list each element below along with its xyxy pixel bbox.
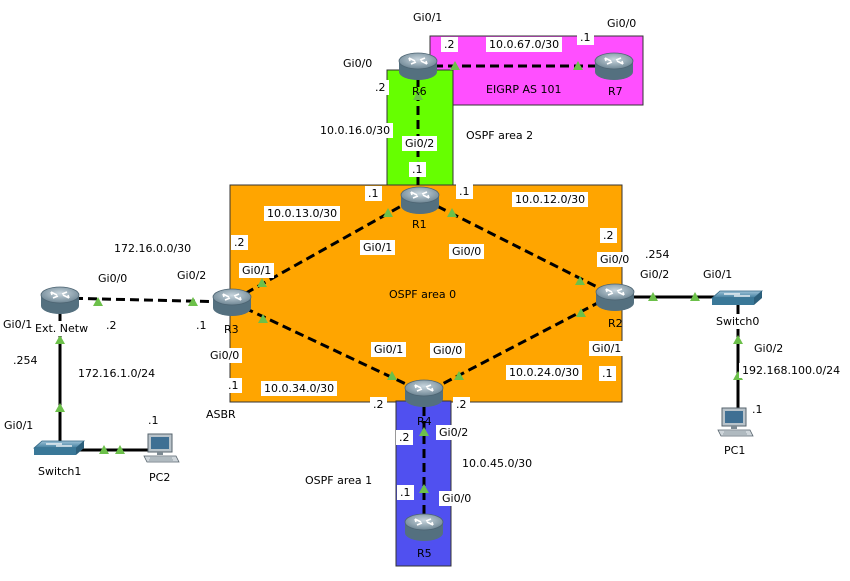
r3-gi0-0-label: Gi0/0 <box>207 348 243 363</box>
net-10-0-45: 10.0.45.0/30 <box>459 456 536 471</box>
router-r6-icon[interactable] <box>398 52 438 81</box>
r1-dot1-west: .1 <box>365 186 382 201</box>
r5-gi0-0-label: Gi0/0 <box>439 491 475 506</box>
net-10-0-16: 10.0.16.0/30 <box>317 123 394 138</box>
r6-dot2-south: .2 <box>372 80 389 95</box>
r6-name: R6 <box>412 85 427 98</box>
r4-dot2-west: .2 <box>370 397 387 412</box>
r6-dot2-east: .2 <box>441 37 458 52</box>
net-172-16-0: 172.16.0.0/30 <box>111 241 195 256</box>
r3-dot2: .2 <box>231 235 248 250</box>
r4-gi0-1-label: Gi0/1 <box>371 342 407 357</box>
pc2-icon[interactable] <box>143 433 180 463</box>
ospf-area-0-label: OSPF area 0 <box>389 288 457 301</box>
pc2-name: PC2 <box>146 470 174 485</box>
r4-name: R4 <box>417 415 432 428</box>
r5-dot1: .1 <box>397 485 414 500</box>
switch1-name: Switch1 <box>35 464 85 479</box>
r4-gi0-2-label: Gi0/2 <box>436 425 472 440</box>
r1-dot1-north: .1 <box>409 162 426 177</box>
switch0-icon[interactable] <box>711 290 763 306</box>
ext-netw-name: Ext. Netw <box>32 321 92 336</box>
ext-gi0-1-label: Gi0/1 <box>0 317 36 332</box>
asbr-label: ASBR <box>206 408 236 421</box>
r3-gi0-2-label: Gi0/2 <box>174 268 210 283</box>
r2-name: R2 <box>608 317 623 330</box>
r7-gi0-0-label: Gi0/0 <box>604 16 640 31</box>
r3-gi0-1-label: Gi0/1 <box>239 263 275 278</box>
net-10-0-67: 10.0.67.0/30 <box>486 37 563 52</box>
r2-dot2: .2 <box>600 228 617 243</box>
eigrp-region-label: EIGRP AS 101 <box>486 83 562 96</box>
ospf-area-2-label: OSPF area 2 <box>463 128 537 143</box>
r3-name: R3 <box>224 323 239 336</box>
link-ext-r3 <box>59 296 231 304</box>
net-172-16-1: 172.16.1.0/24 <box>75 366 159 381</box>
pc2-dot1: .1 <box>145 413 162 428</box>
r2-gi0-1-label-switch0: Gi0/1 <box>700 267 736 282</box>
r2-gi0-2-label: Gi0/2 <box>637 267 673 282</box>
net-10-0-34: 10.0.34.0/30 <box>261 381 338 396</box>
router-ext-netw-icon[interactable] <box>40 286 80 315</box>
r1-gi0-1-label: Gi0/1 <box>360 240 396 255</box>
ext-gi0-0-label: Gi0/0 <box>95 271 131 286</box>
r4-gi0-0-label: Gi0/0 <box>430 343 466 358</box>
ospf-area-1-label: OSPF area 1 <box>302 473 376 488</box>
r6-gi0-0-label: Gi0/0 <box>340 56 376 71</box>
router-r7-icon[interactable] <box>594 52 634 81</box>
r6-gi0-1-label: Gi0/1 <box>410 10 446 25</box>
switch0-name: Switch0 <box>713 314 763 329</box>
router-r4-icon[interactable] <box>404 379 444 408</box>
r7-dot1: .1 <box>577 30 594 45</box>
r3-dot1-west: .1 <box>193 318 210 333</box>
net-10-0-24: 10.0.24.0/30 <box>506 365 583 380</box>
net-10-0-13: 10.0.13.0/30 <box>264 206 341 221</box>
pc1-dot1: .1 <box>749 402 766 417</box>
r2-dot1: .1 <box>599 366 616 381</box>
router-r5-icon[interactable] <box>404 513 444 542</box>
r4-dot2-south: .2 <box>396 430 413 445</box>
r1-dot1-east: .1 <box>456 184 473 199</box>
ext-dot2: .2 <box>103 318 120 333</box>
net-192-168-100: 192.168.100.0/24 <box>739 363 844 378</box>
r2-gi0-0-label: Gi0/0 <box>597 252 633 267</box>
ext-dot254: .254 <box>10 353 41 368</box>
router-r1-icon[interactable] <box>400 186 440 215</box>
pc1-name: PC1 <box>721 443 749 458</box>
switch1-gi0-1-label: Gi0/1 <box>1 418 37 433</box>
r5-name: R5 <box>417 547 432 560</box>
r3-dot1-south: .1 <box>225 378 242 393</box>
r1-gi0-2-label: Gi0/2 <box>402 136 438 151</box>
r4-dot2-east: .2 <box>453 397 470 412</box>
r1-gi0-0-label: Gi0/0 <box>449 244 485 259</box>
r2-gi0-1-label: Gi0/1 <box>589 341 625 356</box>
switch1-icon[interactable] <box>33 440 85 456</box>
router-r2-icon[interactable] <box>595 283 635 312</box>
r2-dot254: .254 <box>642 247 673 262</box>
r1-name: R1 <box>412 218 427 231</box>
pc1-icon[interactable] <box>717 407 754 437</box>
router-r3-icon[interactable] <box>212 288 252 317</box>
switch0-gi0-2-label: Gi0/2 <box>751 341 787 356</box>
net-10-0-12: 10.0.12.0/30 <box>512 192 589 207</box>
r7-name: R7 <box>608 85 623 98</box>
